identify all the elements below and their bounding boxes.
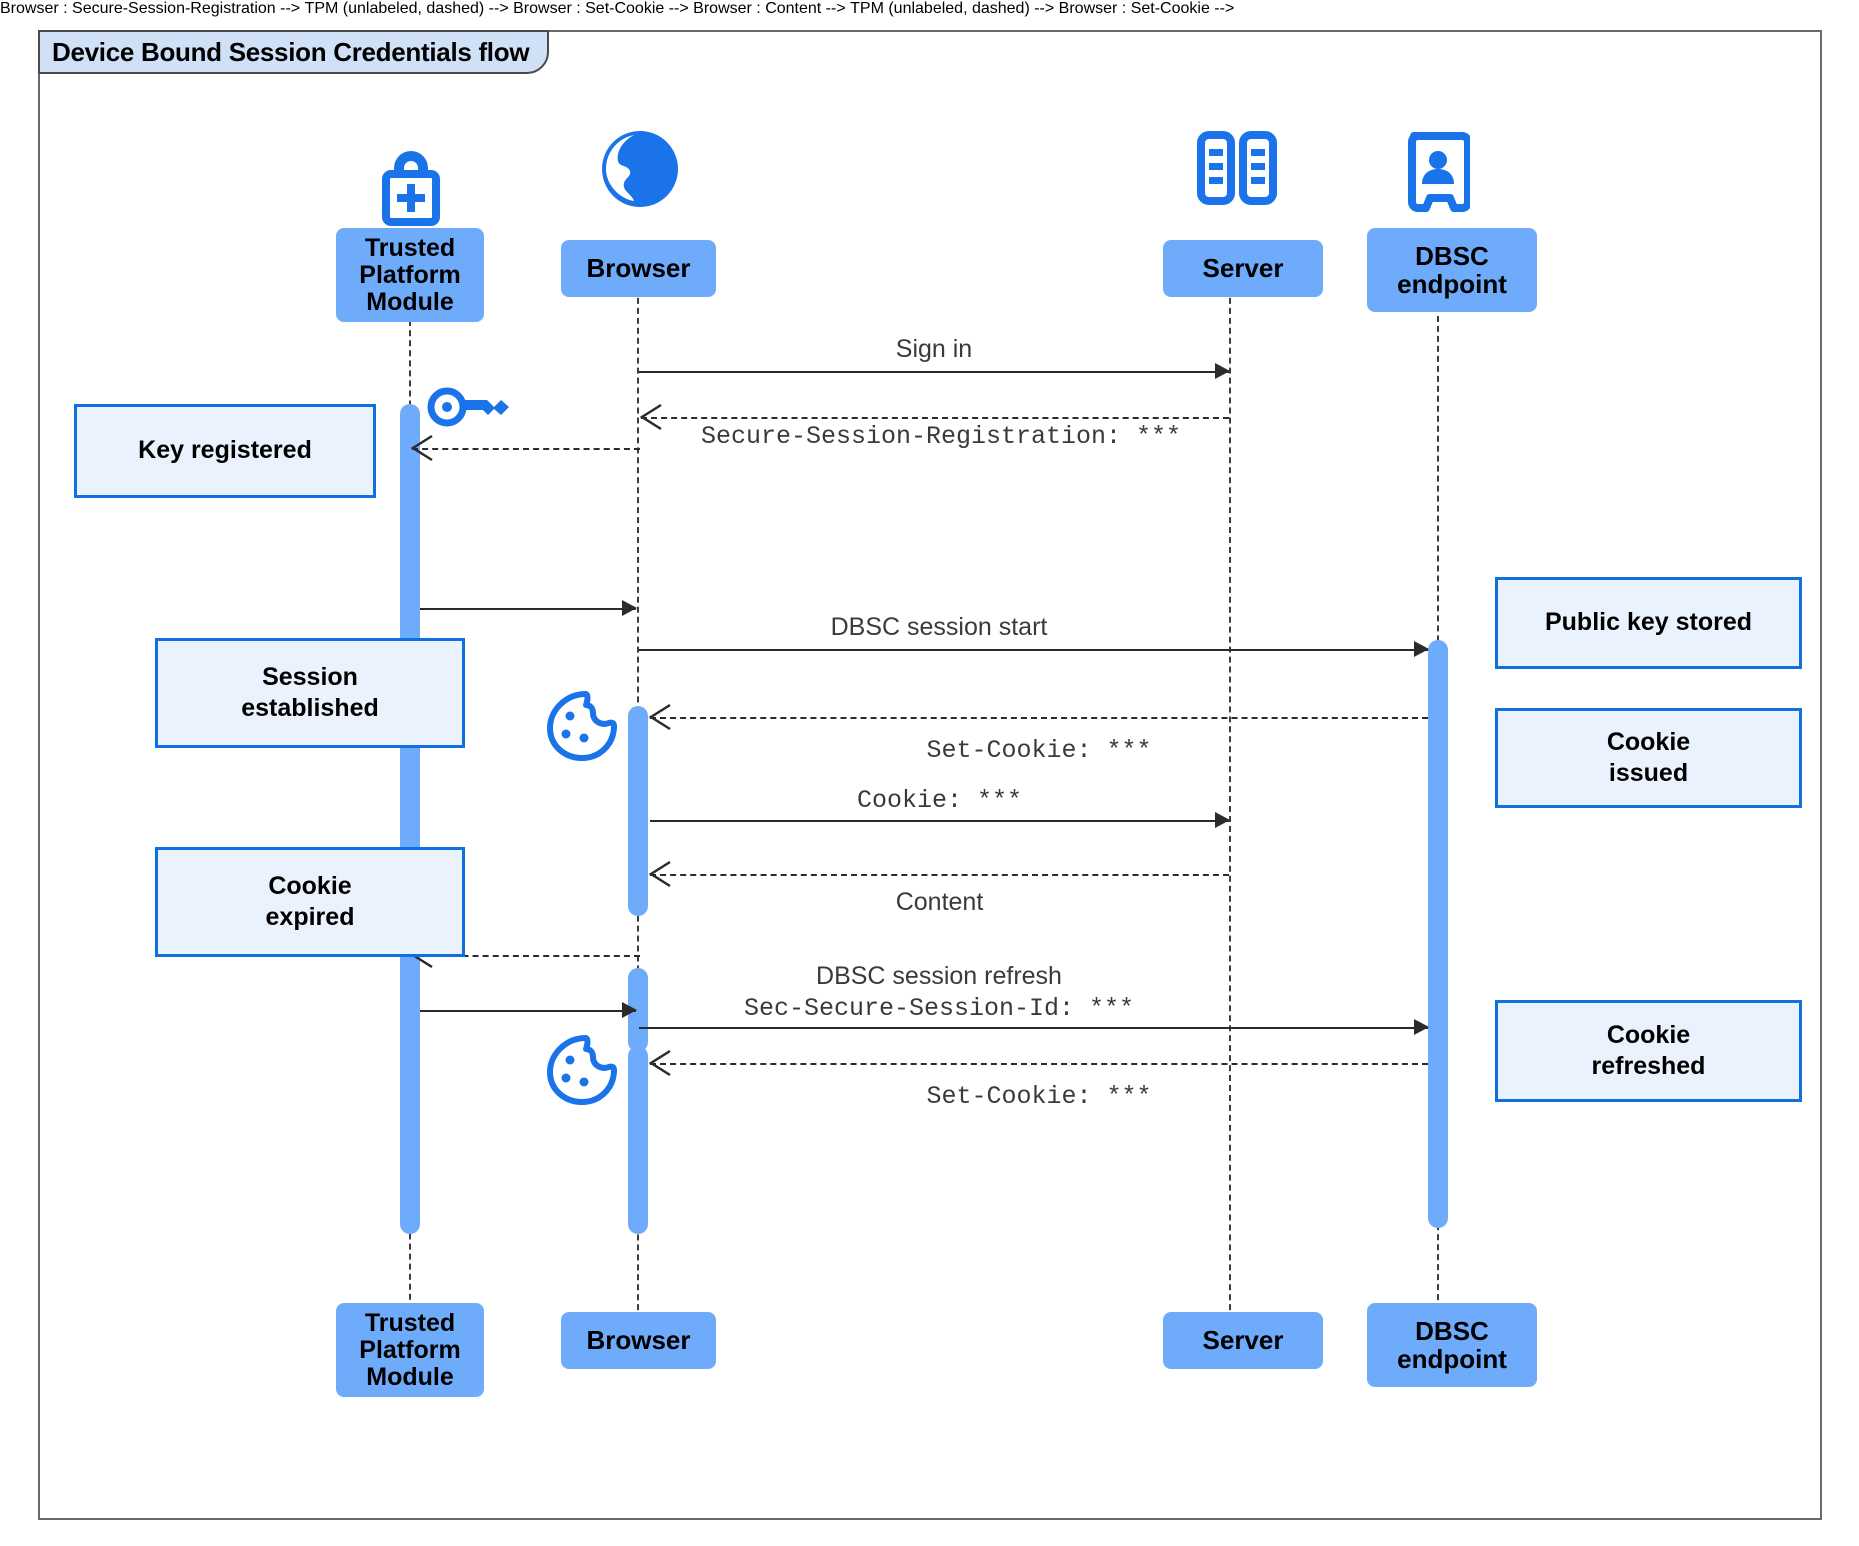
lifeline-server — [1229, 268, 1231, 1360]
note-text-line2: issued — [1608, 759, 1689, 787]
activation-browser-3 — [628, 1046, 648, 1234]
actor-foot-label-tpm-line3: Module — [366, 1362, 454, 1391]
note-text-line1: Cookie — [268, 871, 352, 900]
message-line — [420, 1010, 636, 1012]
message-label-sign-in: Sign in — [895, 335, 973, 363]
message-line — [639, 649, 1428, 651]
arrowhead-open-left-icon — [648, 703, 671, 731]
note-session-established: Session established — [155, 638, 465, 748]
actor-foot-label-server: Server — [1202, 1325, 1284, 1356]
message-label-sec-secure-session-id: Sec-Secure-Session-Id: *** — [743, 994, 1135, 1023]
arrowhead-right-icon — [1414, 641, 1429, 657]
note-text-line1: Cookie — [1606, 727, 1691, 756]
cookie-icon — [546, 1034, 618, 1106]
note-text: Key registered — [138, 436, 312, 465]
note-text-line1: Cookie — [1606, 1020, 1691, 1049]
note-cookie-expired: Cookie expired — [155, 847, 465, 957]
actor-foot-dbsc[interactable]: DBSC endpoint — [1367, 1303, 1537, 1387]
arrowhead-open-left-icon — [639, 403, 662, 431]
message-label-content: Content — [895, 888, 984, 916]
actor-foot-label-tpm-line2: Platform — [359, 1335, 461, 1364]
arrowhead-open-left-icon — [648, 860, 671, 888]
actor-head-dbsc[interactable]: DBSC endpoint — [1367, 228, 1537, 312]
note-text-line2: established — [241, 694, 379, 722]
actor-head-tpm[interactable]: Trusted Platform Module — [336, 228, 484, 322]
activation-dbsc-1 — [1428, 640, 1448, 1228]
note-key-registered: Key registered — [74, 404, 376, 498]
message-line — [412, 955, 640, 957]
actor-label-tpm-line1: Trusted — [364, 233, 456, 262]
arrowhead-open-left-icon — [648, 1049, 671, 1077]
message-line — [420, 608, 636, 610]
message-line — [412, 448, 640, 450]
cookie-icon — [546, 690, 618, 762]
arrowhead-right-icon — [622, 1002, 637, 1018]
message-label-cookie: Cookie: *** — [856, 786, 1023, 815]
message-line — [650, 820, 1229, 822]
arrowhead-right-icon — [1215, 363, 1230, 379]
message-label-dbsc-session-start: DBSC session start — [830, 613, 1048, 641]
note-cookie-refreshed: Cookie refreshed — [1495, 1000, 1802, 1102]
arrowhead-right-icon — [622, 600, 637, 616]
id-badge-icon — [1406, 132, 1472, 212]
actor-label-dbsc-line2: endpoint — [1397, 269, 1507, 299]
message-line — [650, 1063, 1428, 1065]
message-label-set-cookie-2: Set-Cookie: *** — [926, 1082, 1152, 1111]
note-text-line2: expired — [265, 903, 355, 931]
message-line — [650, 874, 1229, 876]
actor-label-server: Server — [1202, 253, 1284, 284]
actor-foot-label-browser: Browser — [586, 1325, 691, 1356]
message-line — [641, 417, 1229, 419]
arrowhead-open-left-icon — [410, 434, 433, 462]
key-icon — [425, 382, 509, 432]
actor-foot-label-dbsc-line1: DBSC — [1415, 1315, 1489, 1346]
note-text-line2: refreshed — [1591, 1052, 1706, 1080]
actor-head-browser[interactable]: Browser — [561, 240, 716, 297]
message-line — [639, 371, 1229, 373]
note-text-line1: Session — [262, 662, 358, 691]
note-public-key-stored: Public key stored — [1495, 577, 1802, 669]
actor-foot-label-tpm-line1: Trusted — [364, 1308, 456, 1337]
actor-head-server[interactable]: Server — [1163, 240, 1323, 297]
activation-browser-2 — [628, 968, 648, 1052]
actor-foot-browser[interactable]: Browser — [561, 1312, 716, 1369]
actor-label-tpm-line2: Platform — [359, 260, 461, 289]
actor-foot-label-dbsc-line2: endpoint — [1397, 1344, 1507, 1374]
arrowhead-right-icon — [1215, 812, 1230, 828]
diagram-title: Device Bound Session Credentials flow — [38, 30, 550, 74]
globe-icon — [598, 127, 682, 211]
actor-label-browser: Browser — [586, 253, 691, 284]
activation-browser-1 — [628, 706, 648, 916]
actor-foot-server[interactable]: Server — [1163, 1312, 1323, 1369]
note-cookie-issued: Cookie issued — [1495, 708, 1802, 808]
message-line — [650, 717, 1428, 719]
message-label-dbsc-session-refresh: DBSC session refresh — [816, 962, 1062, 990]
arrowhead-right-icon — [1414, 1019, 1429, 1035]
actor-label-tpm-line3: Module — [366, 287, 454, 316]
note-text: Public key stored — [1544, 608, 1753, 637]
actor-foot-tpm[interactable]: Trusted Platform Module — [336, 1303, 484, 1397]
actor-label-dbsc-line1: DBSC — [1415, 240, 1489, 271]
server-racks-icon — [1196, 130, 1278, 212]
activation-tpm — [400, 404, 420, 1234]
message-line — [639, 1027, 1428, 1029]
message-label-set-cookie-1: Set-Cookie: *** — [926, 736, 1152, 765]
message-label-secure-session-registration: Secure-Session-Registration: *** — [700, 422, 1182, 451]
lock-plus-icon — [366, 128, 456, 226]
